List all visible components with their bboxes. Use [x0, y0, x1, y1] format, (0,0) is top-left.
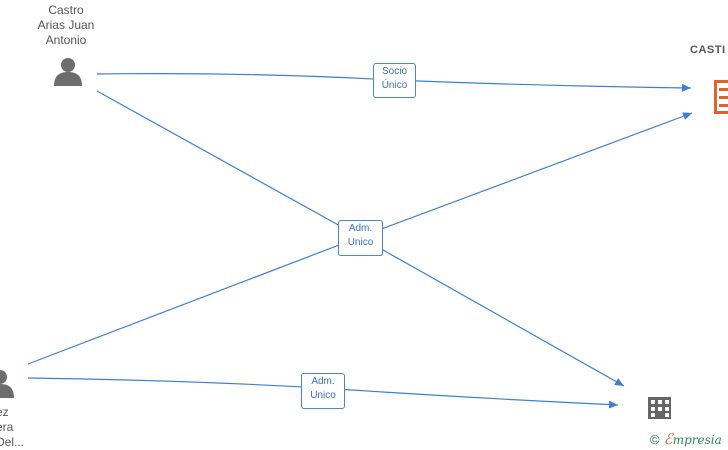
copyright-symbol: ©	[650, 432, 660, 447]
person-name[interactable]: Castro Arias Juan Antonio	[37, 3, 95, 47]
building-icon[interactable]	[714, 80, 728, 114]
relation-label[interactable]: Socio Único	[373, 63, 416, 98]
brand-watermark: ©ℰmpresia	[650, 430, 722, 448]
person-icon[interactable]	[54, 58, 82, 86]
relation-label[interactable]: Adm. Unico	[301, 373, 345, 409]
person-name[interactable]: ez era Del...	[0, 405, 25, 449]
brand-logo-text: mpresia	[672, 433, 722, 447]
company-name[interactable]: CASTI S	[690, 44, 728, 56]
building-icon[interactable]	[648, 397, 671, 419]
relation-label[interactable]: Adm. Unico	[338, 220, 383, 256]
person-icon[interactable]	[0, 370, 14, 398]
brand-logo-letter: ℰ	[663, 430, 673, 448]
